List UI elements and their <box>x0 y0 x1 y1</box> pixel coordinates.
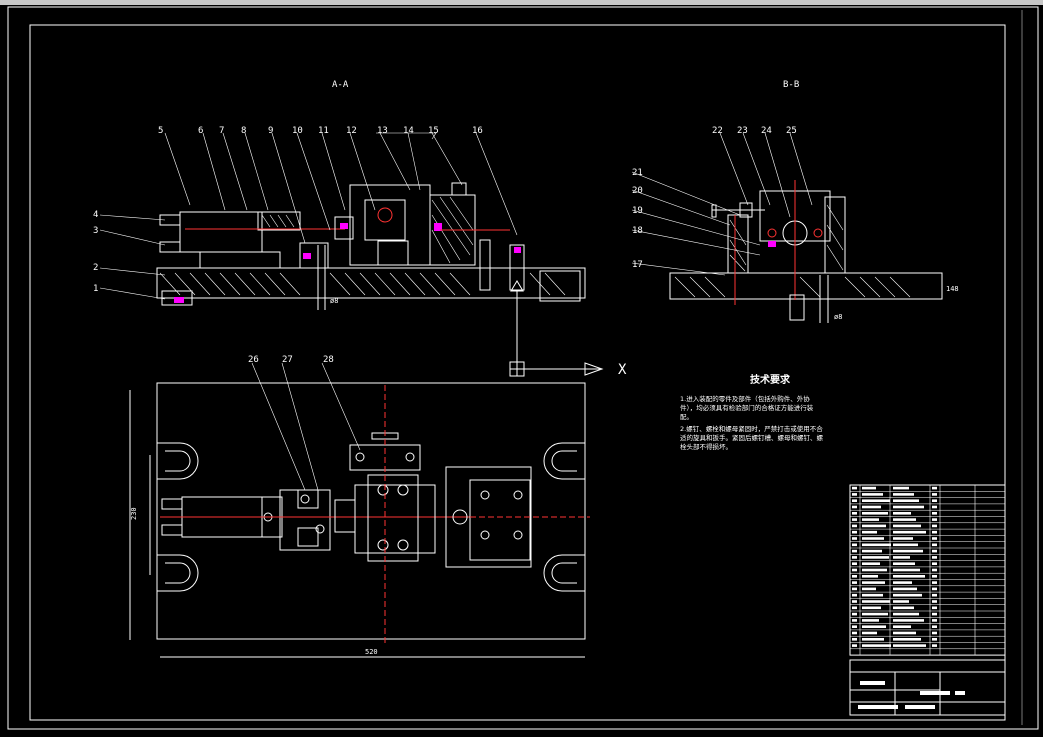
svg-text:5: 5 <box>158 126 163 136</box>
part-number-labels-top: 26 27 28 <box>248 355 334 365</box>
svg-text:15: 15 <box>428 126 439 136</box>
svg-text:26: 26 <box>248 355 259 365</box>
title-bar <box>0 0 1043 5</box>
svg-text:ø8: ø8 <box>834 313 842 321</box>
section-b-view: ø8 17 18 19 20 21 22 23 24 25 148 <box>631 126 959 323</box>
cad-drawing-canvas[interactable]: A-A B-B <box>0 5 1043 737</box>
dim-width: 520 <box>365 648 378 656</box>
svg-text:21: 21 <box>632 168 643 178</box>
dim-height-a: 230 <box>130 507 138 520</box>
svg-text:1.进入装配的零件及部件（包括外购件、外协: 1.进入装配的零件及部件（包括外购件、外协 <box>680 394 810 403</box>
svg-text:17: 17 <box>632 260 643 270</box>
part-number-labels-a: 1 2 3 4 5 6 7 8 9 10 11 12 13 14 15 16 <box>93 126 483 294</box>
svg-text:23: 23 <box>737 126 748 136</box>
section-a-title: A-A <box>332 80 349 90</box>
svg-text:10: 10 <box>292 126 303 136</box>
svg-text:28: 28 <box>323 355 334 365</box>
svg-text:件），均必须具有检验部门的合格证方能进行装: 件），均必须具有检验部门的合格证方能进行装 <box>680 403 814 412</box>
svg-text:4: 4 <box>93 210 98 220</box>
svg-text:19: 19 <box>632 206 643 216</box>
svg-text:11: 11 <box>318 126 329 136</box>
svg-text:栓头部不得损坏。: 栓头部不得损坏。 <box>680 442 732 451</box>
technical-requirements: 技术要求 1.进入装配的零件及部件（包括外购件、外协 件），均必须具有检验部门的… <box>680 373 824 451</box>
section-a-view: ø8 1 2 3 4 5 6 7 8 9 10 11 12 13 14 15 1… <box>93 126 627 378</box>
view-axis-label: X <box>618 362 627 378</box>
svg-text:27: 27 <box>282 355 293 365</box>
title-block <box>849 659 1006 716</box>
svg-text:14: 14 <box>403 126 414 136</box>
svg-text:适的旋具和扳手。紧固后螺钉槽、螺母和螺钉、螺: 适的旋具和扳手。紧固后螺钉槽、螺母和螺钉、螺 <box>680 433 824 442</box>
inner-border <box>29 24 1006 721</box>
svg-text:12: 12 <box>346 126 357 136</box>
outer-border <box>7 6 1039 730</box>
svg-text:2: 2 <box>93 263 98 273</box>
svg-text:ø8: ø8 <box>330 297 338 305</box>
dim-height-b: 148 <box>946 285 959 293</box>
svg-text:6: 6 <box>198 126 203 136</box>
svg-text:22: 22 <box>712 126 723 136</box>
svg-text:8: 8 <box>241 126 246 136</box>
svg-text:25: 25 <box>786 126 797 136</box>
part-number-labels-b: 17 18 19 20 21 22 23 24 25 <box>632 126 797 270</box>
plan-view: 230 520 <box>129 355 590 658</box>
svg-text:7: 7 <box>219 126 224 136</box>
svg-text:9: 9 <box>268 126 273 136</box>
svg-text:3: 3 <box>93 226 98 236</box>
svg-text:16: 16 <box>472 126 483 136</box>
svg-text:20: 20 <box>632 186 643 196</box>
svg-text:24: 24 <box>761 126 772 136</box>
svg-text:2.螺钉、螺栓和螺母紧固时，严禁打击或使用不合: 2.螺钉、螺栓和螺母紧固时，严禁打击或使用不合 <box>680 424 823 433</box>
parts-list-table <box>849 484 1006 656</box>
tech-req-title: 技术要求 <box>750 373 791 386</box>
svg-text:配。: 配。 <box>680 413 693 421</box>
svg-text:1: 1 <box>93 284 98 294</box>
section-b-title: B-B <box>783 80 799 90</box>
svg-text:13: 13 <box>377 126 388 136</box>
svg-text:18: 18 <box>632 226 643 236</box>
